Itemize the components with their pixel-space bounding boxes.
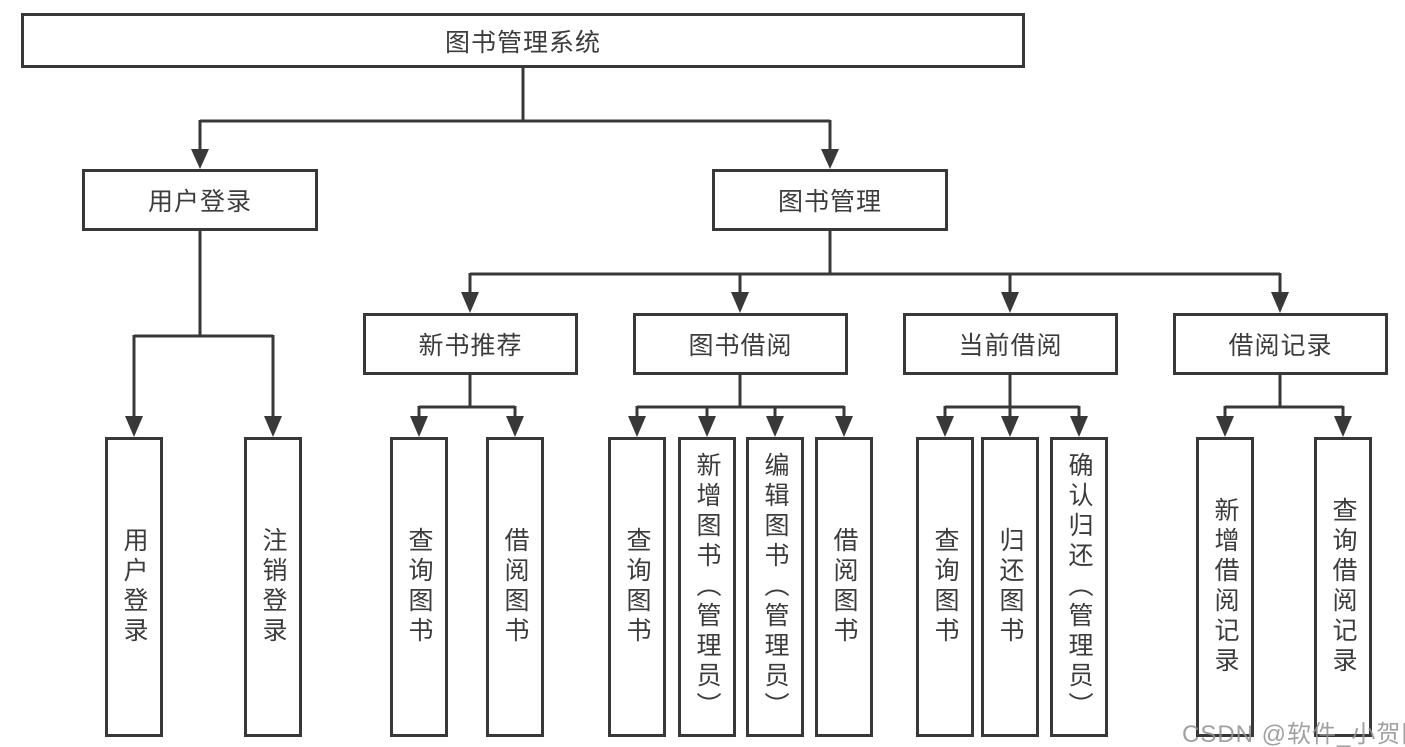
csdn-watermark: CSDN @软件_小贺同学	[1182, 721, 1405, 747]
leaf-user-login: 用户登录	[105, 437, 163, 737]
leaf-label: 查询借阅记录	[1329, 497, 1357, 677]
leaf-label: 借阅图书	[830, 527, 858, 647]
leaf-query-books-recommend: 查询图书	[390, 437, 448, 737]
leaf-label: 编辑图书（管理员）	[761, 452, 789, 722]
leaf-return-books: 归还图书	[981, 437, 1039, 737]
leaf-label: 查询图书	[931, 527, 959, 647]
node-book-borrowing: 图书借阅	[633, 313, 848, 375]
node-library-management-system: 图书管理系统	[21, 13, 1025, 68]
node-book-management-branch: 图书管理	[712, 169, 948, 231]
node-new-book-recommend: 新书推荐	[363, 313, 578, 375]
node-borrowing-records: 借阅记录	[1173, 313, 1388, 375]
leaf-query-borrow-record: 查询借阅记录	[1314, 437, 1372, 737]
leaf-add-books-admin: 新增图书（管理员）	[678, 437, 736, 737]
leaf-logout: 注销登录	[244, 437, 302, 737]
leaf-borrow-books-recommend: 借阅图书	[486, 437, 544, 737]
leaf-label: 借阅图书	[501, 527, 529, 647]
leaf-label: 新增借阅记录	[1211, 497, 1239, 677]
node-current-borrowing: 当前借阅	[903, 313, 1118, 375]
leaf-edit-books-admin: 编辑图书（管理员）	[746, 437, 804, 737]
leaf-label: 确认归还（管理员）	[1065, 452, 1093, 722]
leaf-confirm-return-admin: 确认归还（管理员）	[1050, 437, 1108, 737]
leaf-label: 新增图书（管理员）	[693, 452, 721, 722]
leaf-label: 查询图书	[623, 527, 651, 647]
leaf-label: 注销登录	[259, 527, 287, 647]
leaf-add-borrow-record: 新增借阅记录	[1196, 437, 1254, 737]
node-user-login-branch: 用户登录	[82, 169, 318, 231]
leaf-borrow-books-borrowing: 借阅图书	[815, 437, 873, 737]
leaf-label: 归还图书	[996, 527, 1024, 647]
leaf-label: 用户登录	[120, 527, 148, 647]
leaf-query-books-borrowing: 查询图书	[608, 437, 666, 737]
leaf-query-books-current: 查询图书	[916, 437, 974, 737]
leaf-label: 查询图书	[405, 527, 433, 647]
